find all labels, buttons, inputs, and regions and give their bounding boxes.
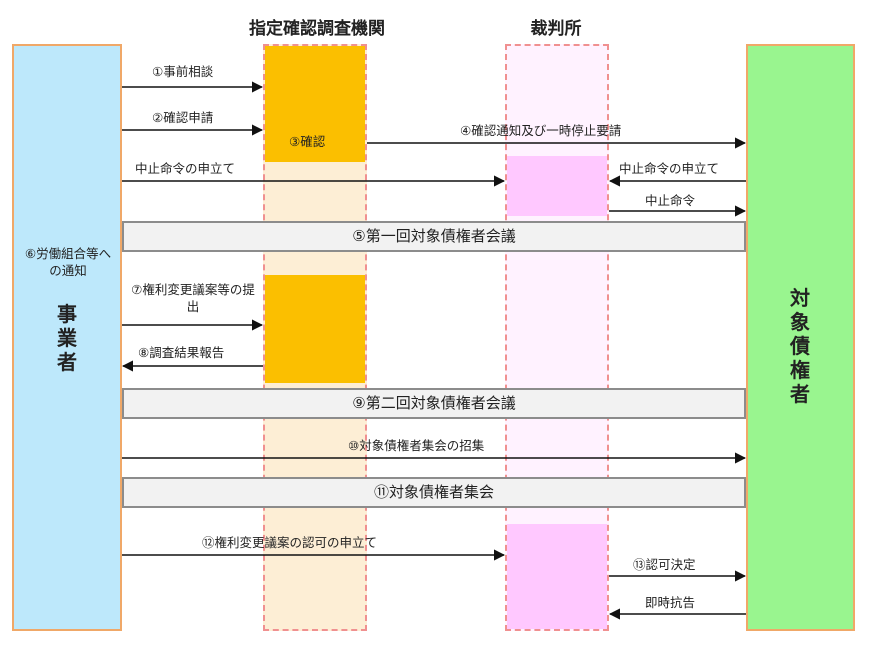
label-stop-petition-left: 中止命令の申立て — [135, 161, 236, 176]
business-label: 事業者 — [57, 302, 77, 374]
first-meeting-band: ⑤第一回対象債権者会議 — [122, 221, 746, 252]
business-column — [12, 44, 122, 631]
label-confirm: ③確認 — [289, 134, 326, 149]
label-stop-order: 中止命令 — [645, 193, 696, 208]
creditors-column — [746, 44, 855, 631]
court-approval-block — [507, 524, 607, 629]
court-stop-order-block — [507, 156, 607, 216]
label-union-notice: ⑥労働組合等への通知 — [24, 246, 112, 278]
label-approval-decision: ⑬認可決定 — [633, 557, 696, 572]
label-approval-petition: ⑫権利変更議案の認可の申立て — [202, 535, 378, 550]
label-submit-plan: ⑦権利変更議案等の提出 — [131, 282, 255, 314]
label-appeal: 即時抗告 — [645, 595, 696, 610]
agency-confirm-block — [265, 46, 365, 162]
label-notify-stop: ④確認通知及び一時停止要請 — [460, 123, 622, 138]
label-convocation: ⑩対象債権者集会の招集 — [348, 438, 485, 453]
label-stop-petition-right: 中止命令の申立て — [619, 161, 720, 176]
label-consult: ①事前相談 — [152, 64, 214, 79]
agency-investigation-block — [265, 275, 365, 383]
second-meeting-band: ⑨第二回対象債権者会議 — [122, 388, 746, 419]
creditors-label: 対象債権者 — [790, 286, 810, 406]
agency-header: 指定確認調査機関 — [249, 19, 385, 39]
label-report: ⑧調査結果報告 — [138, 345, 225, 360]
court-header: 裁判所 — [530, 19, 582, 39]
label-apply: ②確認申請 — [152, 110, 214, 125]
creditors-assembly-band: ⑪対象債権者集会 — [122, 477, 746, 508]
